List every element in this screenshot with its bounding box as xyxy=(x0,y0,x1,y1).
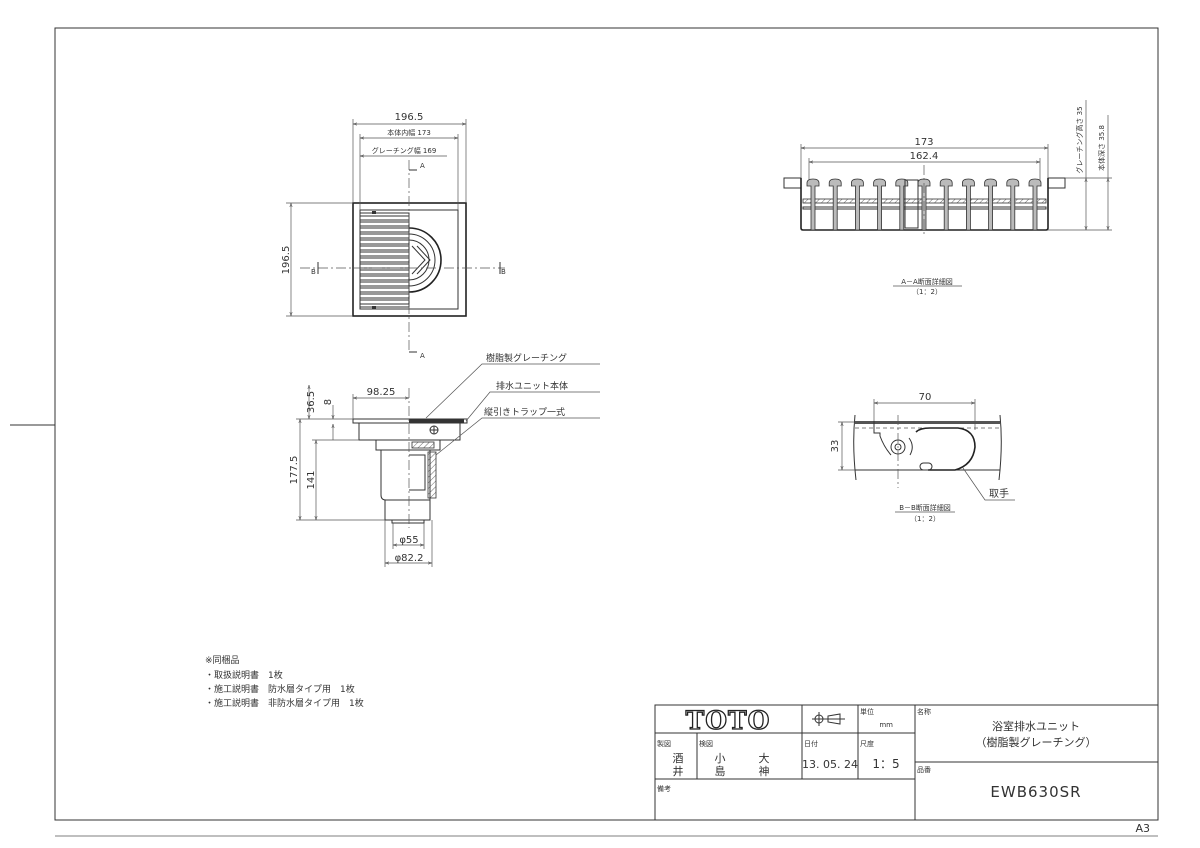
part-label: 品番 xyxy=(917,766,931,774)
callout-unit-body: 排水ユニット本体 xyxy=(496,380,568,392)
section-b-mark-right: B xyxy=(501,268,506,276)
grating-rib xyxy=(828,178,842,231)
toto-logo: TOTO xyxy=(686,706,771,735)
grating-rib xyxy=(851,178,864,231)
part-number: EWB630SR xyxy=(990,783,1081,801)
grating-slat xyxy=(359,233,410,239)
date-value: 13. 05. 24 xyxy=(802,758,858,771)
grating-slats xyxy=(359,212,410,308)
section-bb-caption: B－B断面詳細図 xyxy=(899,503,951,512)
scale-value: 1：5 xyxy=(872,757,899,771)
dim-overall-height: 196.5 xyxy=(281,246,292,275)
notes-item: ・施工説明書 非防水層タイプ用 1枚 xyxy=(205,697,364,709)
checker-b-2: 神 xyxy=(759,764,770,778)
grating-slat xyxy=(359,275,410,281)
dim-grating-height: グレーチング高さ 35 xyxy=(1075,106,1084,173)
checker-a-1: 小 xyxy=(715,752,726,765)
section-aa-caption: A－A断面詳細図 xyxy=(901,277,953,286)
dim-aa-173: 173 xyxy=(914,137,933,148)
dim-phi82: φ82.2 xyxy=(395,553,424,564)
dim-141: 141 xyxy=(306,470,317,489)
dim-aa-162-4: 162.4 xyxy=(910,151,939,162)
dim-inner-width: 本体内幅 173 xyxy=(387,128,431,137)
handle-label: 取手 xyxy=(989,487,1009,500)
name-label: 名称 xyxy=(917,707,931,716)
dim-bb-33: 33 xyxy=(830,440,841,453)
drawn-by-1: 酒 xyxy=(673,752,684,765)
dim-8: 8 xyxy=(323,399,334,405)
grating-slat xyxy=(359,221,410,227)
checked-label: 検図 xyxy=(699,739,713,748)
dim-bb-70: 70 xyxy=(919,392,932,403)
dim-phi55: φ55 xyxy=(399,535,418,546)
sheet-size: A3 xyxy=(1135,822,1150,835)
grating-slat xyxy=(359,215,410,221)
grating-rib xyxy=(806,178,820,231)
notes-item: ・取扱説明書 1枚 xyxy=(205,669,283,681)
dim-177-5: 177.5 xyxy=(289,456,300,485)
grating-slat xyxy=(359,281,410,287)
product-name-line1: 浴室排水ユニット xyxy=(992,719,1080,733)
grating-rib xyxy=(962,178,975,231)
unit-label: 単位 xyxy=(860,707,874,716)
dim-body-depth: 本体深さ 35.8 xyxy=(1097,125,1106,171)
checker-a-2: 島 xyxy=(715,764,726,778)
grating-slat xyxy=(359,293,410,299)
section-aa xyxy=(783,100,1112,287)
grating-rib xyxy=(939,178,953,231)
grating-slat xyxy=(359,287,410,293)
dim-36-5: 36.5 xyxy=(306,391,317,413)
drawn-by-2: 井 xyxy=(673,764,684,778)
grating-rib xyxy=(1006,178,1020,231)
dim-98-25: 98.25 xyxy=(367,387,396,398)
grating-slat xyxy=(359,299,410,305)
section-aa-scale: （1：2） xyxy=(912,288,942,296)
date-label: 日付 xyxy=(804,739,818,748)
notes-item: ・施工説明書 防水層タイプ用 1枚 xyxy=(205,683,355,695)
grating-slat xyxy=(359,263,410,269)
projection-symbol-icon xyxy=(812,712,845,726)
dim-overall-width: 196.5 xyxy=(395,112,424,123)
remarks-label: 備考 xyxy=(657,784,671,793)
dim-grating-width: グレーチング幅 169 xyxy=(372,146,437,155)
scale-label: 尺度 xyxy=(860,739,874,748)
sheet-frame xyxy=(10,27,1159,837)
notes-title: ※同梱品 xyxy=(205,654,240,666)
section-a-mark-bottom: A xyxy=(420,352,425,360)
section-a-mark-top: A xyxy=(420,162,425,170)
plan-view xyxy=(286,119,505,353)
grating-slat xyxy=(359,251,410,257)
callout-trap: 縦引きトラップ一式 xyxy=(484,406,565,418)
grating-slat xyxy=(359,257,410,263)
title-block xyxy=(654,704,1159,821)
section-b-mark-left: B xyxy=(311,268,316,276)
grating-rib xyxy=(984,178,997,231)
section-bb xyxy=(838,399,1015,513)
checker-b-1: 大 xyxy=(759,751,770,765)
grating-rib xyxy=(873,178,886,231)
product-name-line2: （樹脂製グレーチング） xyxy=(976,735,1097,749)
grating-rib xyxy=(1028,178,1042,231)
side-view xyxy=(296,363,600,567)
section-bb-scale: （1：2） xyxy=(910,515,940,523)
grating-slat xyxy=(359,239,410,245)
grating-slat xyxy=(359,227,410,233)
callout-grating: 樹脂製グレーチング xyxy=(486,352,567,364)
drawn-label: 製図 xyxy=(657,739,671,748)
grating-slat xyxy=(359,269,410,275)
grating-slat xyxy=(359,245,410,251)
unit-value: mm xyxy=(879,721,893,729)
grating-rib xyxy=(895,178,909,231)
